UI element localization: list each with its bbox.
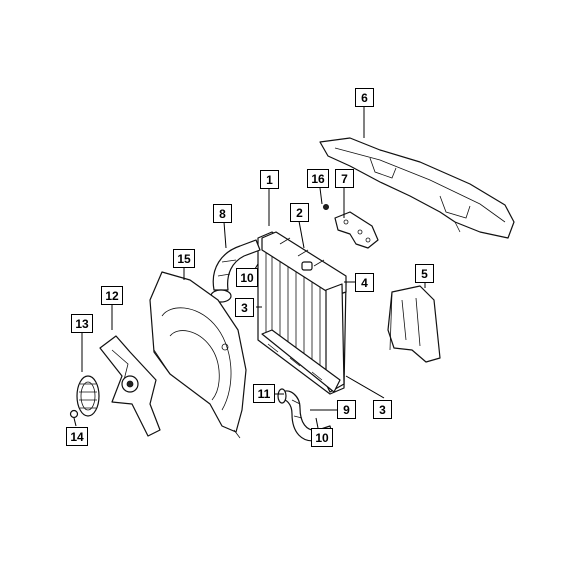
callout-3a[interactable]: 3: [235, 298, 254, 317]
nut-part: [69, 409, 79, 419]
callout-8[interactable]: 8: [213, 204, 232, 223]
callout-16[interactable]: 16: [307, 169, 329, 188]
callout-5[interactable]: 5: [415, 264, 434, 283]
callout-9[interactable]: 9: [337, 400, 356, 419]
fan-clutch-part: [76, 375, 100, 417]
leader-3b: [345, 375, 385, 399]
callout-10b[interactable]: 10: [311, 428, 333, 447]
callout-11[interactable]: 11: [253, 384, 275, 403]
callout-3b[interactable]: 3: [373, 400, 392, 419]
radiator-part: [257, 231, 347, 395]
callout-7[interactable]: 7: [335, 169, 354, 188]
leader-8: [223, 221, 227, 249]
leader-10b: [315, 417, 319, 429]
leader-14: [73, 417, 77, 427]
callout-6[interactable]: 6: [355, 88, 374, 107]
leader-16: [319, 187, 323, 205]
callout-2[interactable]: 2: [290, 203, 309, 222]
upper-crossmember-part: [319, 137, 515, 239]
callout-14[interactable]: 14: [66, 427, 88, 446]
air-deflector-part: [387, 285, 441, 363]
callout-1[interactable]: 1: [260, 170, 279, 189]
bracket-part: [334, 211, 379, 249]
callout-13[interactable]: 13: [71, 314, 93, 333]
callout-4[interactable]: 4: [355, 273, 374, 292]
clip-part: [322, 203, 329, 210]
callout-12[interactable]: 12: [101, 286, 123, 305]
fan-part: [99, 335, 161, 437]
callout-15[interactable]: 15: [173, 249, 195, 268]
leader-2: [298, 220, 305, 249]
fan-shroud-part: [149, 271, 247, 439]
callout-10a[interactable]: 10: [236, 268, 258, 287]
leader-lines: [73, 107, 426, 429]
